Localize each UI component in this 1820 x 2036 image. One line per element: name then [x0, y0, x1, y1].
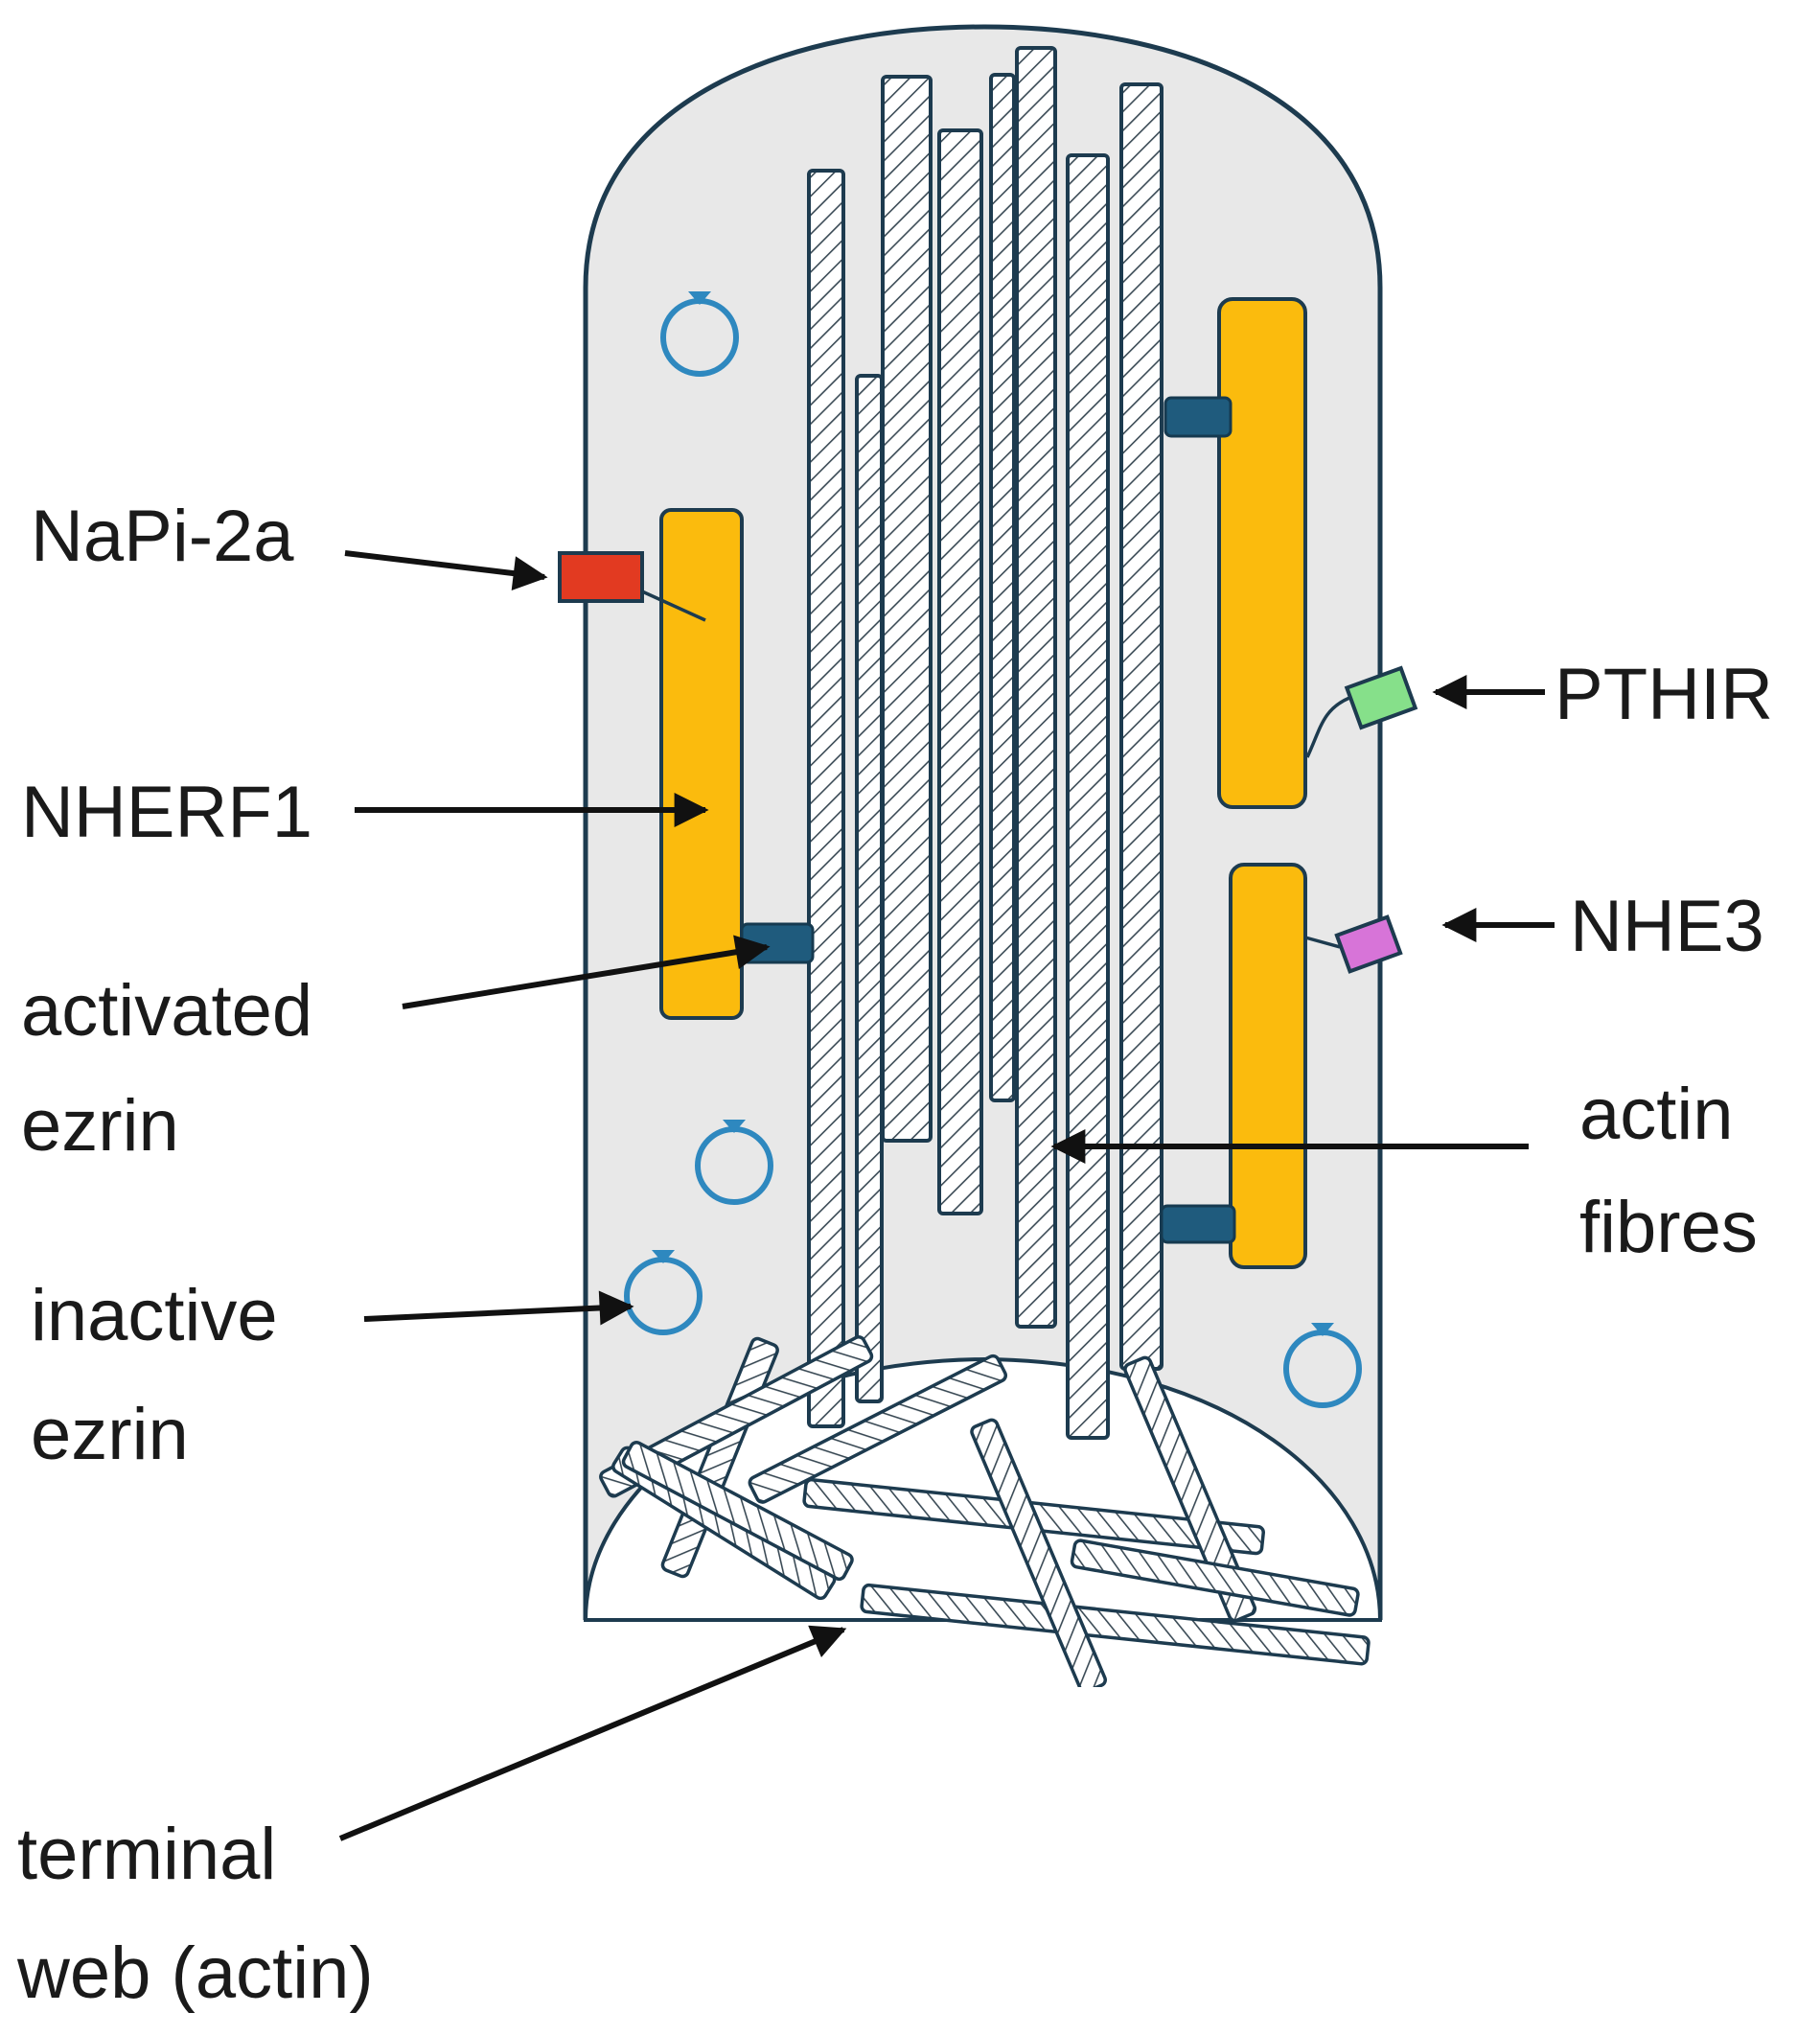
- nhe3-link: [1304, 936, 1341, 949]
- nherf1-left: [659, 508, 744, 1020]
- napi-2a-transporter: [558, 551, 644, 603]
- actin-fibre: [1015, 46, 1057, 1329]
- label-actin-fibres-line1: actin: [1579, 1074, 1734, 1155]
- arrow-terminal-web: [338, 1625, 847, 1841]
- label-activated-ezrin-line1: activated: [21, 970, 312, 1052]
- activated-ezrin-left: [740, 922, 815, 964]
- label-terminal-web-line1: terminal: [17, 1814, 276, 1895]
- actin-fibre: [937, 128, 983, 1215]
- nherf1-right-lower: [1229, 863, 1307, 1269]
- inactive-ezrin-ring: [1283, 1323, 1362, 1408]
- pthir-link: [1305, 696, 1350, 758]
- web-fibre: [860, 1583, 1371, 1666]
- web-fibre: [970, 1418, 1107, 1687]
- label-pthir: PTHIR: [1555, 654, 1773, 735]
- arrow-activated-ezrin: [402, 935, 771, 1009]
- actin-fibre: [989, 73, 1016, 1102]
- label-inactive-ezrin-line2: ezrin: [31, 1394, 189, 1475]
- napi-link: [641, 590, 706, 622]
- label-activated-ezrin-line2: ezrin: [21, 1085, 179, 1167]
- pthir-receptor: [1344, 665, 1418, 730]
- actin-fibre: [807, 169, 845, 1428]
- label-inactive-ezrin-line1: inactive: [31, 1275, 278, 1356]
- inactive-ezrin-ring: [695, 1120, 773, 1205]
- web-fibre: [1070, 1539, 1360, 1617]
- actin-fibre: [1119, 82, 1163, 1371]
- nherf1-right-upper: [1217, 297, 1307, 809]
- label-terminal-web-line2: web (actin): [16, 1932, 374, 2014]
- web-fibre: [599, 1335, 874, 1498]
- activated-ezrin-right-lower: [1160, 1204, 1236, 1244]
- label-nherf1: NHERF1: [21, 772, 312, 853]
- actin-fibre: [1066, 153, 1110, 1440]
- arrow-inactive-ezrin: [363, 1290, 634, 1326]
- arrow-napi: [344, 550, 548, 591]
- nhe3-exchanger: [1334, 914, 1403, 974]
- label-actin-fibres-line2: fibres: [1579, 1187, 1758, 1268]
- inactive-ezrin-ring: [660, 291, 739, 377]
- activated-ezrin-right-upper: [1163, 396, 1233, 438]
- web-fibre: [748, 1353, 1008, 1504]
- label-napi-2a: NaPi-2a: [31, 496, 294, 577]
- web-fibre: [621, 1441, 854, 1582]
- label-nhe3: NHE3: [1570, 886, 1764, 967]
- actin-fibres-bundle: [807, 46, 1163, 1440]
- terminal-web-actin: [599, 1335, 1371, 1687]
- web-fibre: [1123, 1355, 1257, 1623]
- actin-fibre: [855, 374, 884, 1403]
- annotation-arrows: [338, 550, 1555, 1841]
- actin-fibre: [881, 75, 933, 1143]
